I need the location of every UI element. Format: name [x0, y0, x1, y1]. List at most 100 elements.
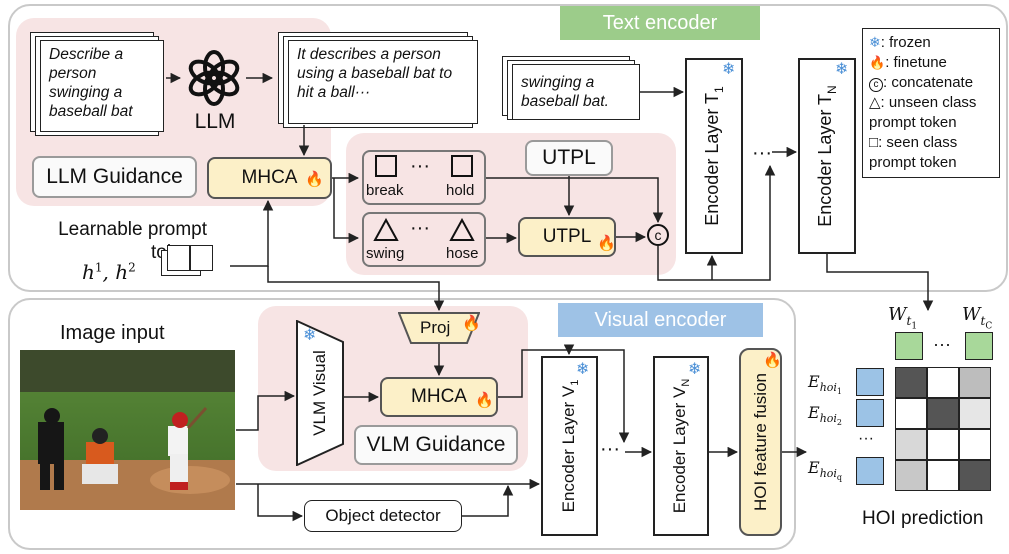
legend: ❄: frozen 🔥: finetune c: concatenate △: …: [862, 28, 1000, 178]
w-tc-label: WtC: [962, 304, 993, 331]
unseen-dots: ···: [410, 217, 430, 239]
arrow-mhca-to-unseen: [333, 178, 360, 244]
fire-icon: 🔥: [869, 55, 886, 70]
image-input-label: Image input: [60, 322, 165, 344]
proj-module: Proj: [398, 312, 480, 344]
w-t1-label: Wt1: [888, 304, 918, 331]
utpl-title: UTPL: [525, 140, 613, 176]
llm-output-text: It describes a person using a baseball b…: [288, 40, 478, 124]
legend-frozen: ❄: frozen: [869, 34, 931, 51]
legend-seen: □: seen class prompt token: [869, 134, 958, 171]
utpl-module-label: UTPL: [542, 226, 592, 247]
text-layer-n-frozen-icon: ❄: [835, 61, 849, 78]
matrix-cell: [959, 367, 991, 398]
matrix-cell: [959, 429, 991, 460]
matrix-cell: [927, 398, 959, 429]
prompt-text: Describe a person swinging a baseball ba…: [40, 40, 164, 132]
hoi-fusion-finetune-icon: 🔥: [763, 352, 782, 369]
visual-layer-1-frozen-icon: ❄: [576, 361, 590, 378]
text-token-c: [965, 332, 993, 360]
text-mhca-module: MHCA: [207, 157, 332, 199]
matrix-cell: [895, 429, 927, 460]
unseen-token-group: [362, 212, 486, 267]
arrow-tokens-to-proj: [267, 266, 445, 312]
e-dots: ···: [858, 430, 874, 447]
llm-label: LLM: [194, 110, 236, 133]
arrow-image-to-vlm: [236, 390, 296, 431]
baseball-image: [20, 350, 235, 510]
proj-label: Proj: [420, 318, 451, 337]
arrow-layern-to-hoi: [826, 254, 934, 312]
visual-mhca-finetune-icon: 🔥: [475, 392, 494, 409]
arrow-tokens-to-mhca: [230, 199, 274, 267]
matrix-cell: [895, 367, 927, 398]
vlm-guidance-label: VLM Guidance: [354, 425, 518, 465]
visual-encoder-layer-1: Encoder Layer V1: [541, 356, 598, 536]
seen-dots: ···: [410, 155, 430, 177]
llm-logo-icon: [188, 50, 240, 106]
text-mhca-label: MHCA: [241, 167, 298, 188]
triangle-icon: △: [869, 94, 881, 111]
object-detector-box: Object detector: [304, 500, 462, 532]
visual-token-2: [856, 399, 884, 427]
visual-token-1: [856, 368, 884, 396]
text-layer-1-frozen-icon: ❄: [722, 61, 736, 78]
visual-layer-n-frozen-icon: ❄: [688, 361, 702, 378]
text-mhca-finetune-icon: 🔥: [305, 171, 324, 188]
proj-finetune-icon: 🔥: [462, 315, 481, 332]
prompt-token-divider: [189, 245, 191, 271]
matrix-cell: [959, 460, 991, 491]
prompt-tokens-math: h1, h2: [82, 260, 136, 284]
e-hoiq-label: Ehoiq: [808, 458, 843, 483]
e-hoi1-label: Ehoi1: [808, 372, 843, 397]
concatenate-symbol: c: [654, 227, 662, 243]
snowflake-icon: ❄: [869, 34, 881, 50]
text-tokens-dots: ···: [933, 334, 951, 354]
text-encoder-layer-1: Encoder Layer T1: [685, 58, 743, 254]
matrix-cell: [959, 398, 991, 429]
vlm-visual-shape: [296, 320, 344, 466]
matrix-cell: [927, 460, 959, 491]
text-token-1: [895, 332, 923, 360]
legend-unseen: △: unseen class prompt token: [869, 94, 977, 131]
seen-token-group: [362, 150, 486, 205]
proj-shape: [398, 312, 480, 344]
seen-label-hold: hold: [446, 182, 475, 199]
vlm-visual-frozen-icon: ❄: [303, 327, 317, 344]
unseen-label-swing: swing: [366, 245, 405, 262]
arrow-detector-to-layer: [462, 484, 514, 517]
arrow-mhca-to-layern: [569, 349, 630, 444]
e-hoi2-label: Ehoi2: [808, 403, 843, 428]
hoi-feature-fusion-module: HOI feature fusion: [739, 348, 782, 536]
arrow-concat-to-encoder: [657, 164, 776, 281]
matrix-cell: [895, 460, 927, 491]
text-encoder-input-text: swinging a baseball bat.: [512, 64, 640, 120]
arrow-mhca-to-visual-layer: [498, 344, 575, 398]
similarity-matrix: [895, 367, 992, 491]
concatenate-icon: c: [869, 78, 883, 92]
concatenate-node: c: [647, 224, 669, 246]
vlm-visual-module: VLM Visual: [296, 320, 344, 466]
square-icon: □: [869, 134, 879, 151]
arrow-seen-to-concat: [486, 177, 664, 224]
seen-token-left: [375, 155, 397, 177]
unseen-token-right: [449, 218, 475, 241]
visual-encoder-ellipsis: ···: [600, 438, 620, 460]
unseen-token-left: [373, 218, 399, 241]
matrix-cell: [927, 429, 959, 460]
arrow-image-to-detector: [257, 484, 304, 522]
visual-encoder-header: Visual encoder: [558, 303, 763, 337]
text-encoder-ellipsis: ···: [752, 142, 772, 164]
hoi-prediction-title: HOI prediction: [862, 508, 984, 529]
matrix-cell: [895, 398, 927, 429]
visual-mhca-label: MHCA: [411, 386, 467, 407]
seen-token-right: [451, 155, 473, 177]
matrix-cell: [927, 367, 959, 398]
utpl-module: UTPL: [518, 217, 616, 257]
seen-label-break: break: [366, 182, 404, 199]
unseen-label-hose: hose: [446, 245, 479, 262]
legend-concatenate: c: concatenate: [869, 73, 993, 93]
visual-token-q: [856, 457, 884, 485]
